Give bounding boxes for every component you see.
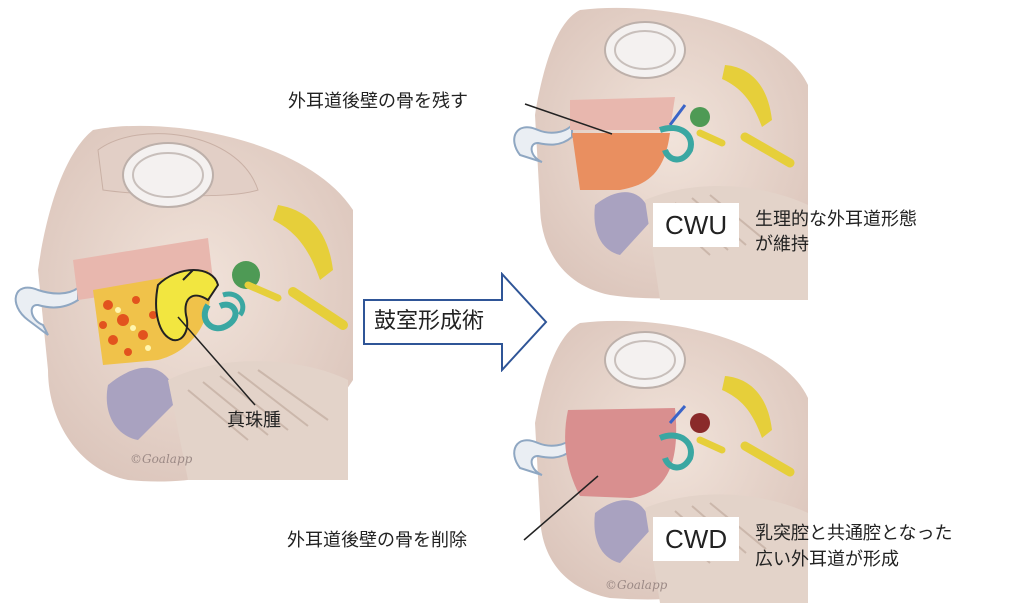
cholesteatoma-callout-line bbox=[178, 317, 255, 405]
cwu-title: CWU bbox=[653, 203, 739, 247]
cwd-callout-line bbox=[524, 476, 598, 540]
cholesteatoma-label: 真珠腫 bbox=[227, 410, 281, 432]
cwu-description-line1: 生理的な外耳道形態 bbox=[755, 209, 917, 231]
cwu-description-line2: が維持 bbox=[755, 234, 809, 256]
cwd-callout-text: 外耳道後壁の骨を削除 bbox=[287, 530, 467, 552]
cwd-description-line2: 広い外耳道が形成 bbox=[755, 549, 899, 571]
cwd-title: CWD bbox=[653, 517, 739, 561]
cwd-description-line1: 乳突腔と共通腔となった bbox=[755, 523, 952, 545]
cwu-callout-line bbox=[525, 104, 612, 134]
cwu-callout-text: 外耳道後壁の骨を残す bbox=[288, 91, 468, 113]
